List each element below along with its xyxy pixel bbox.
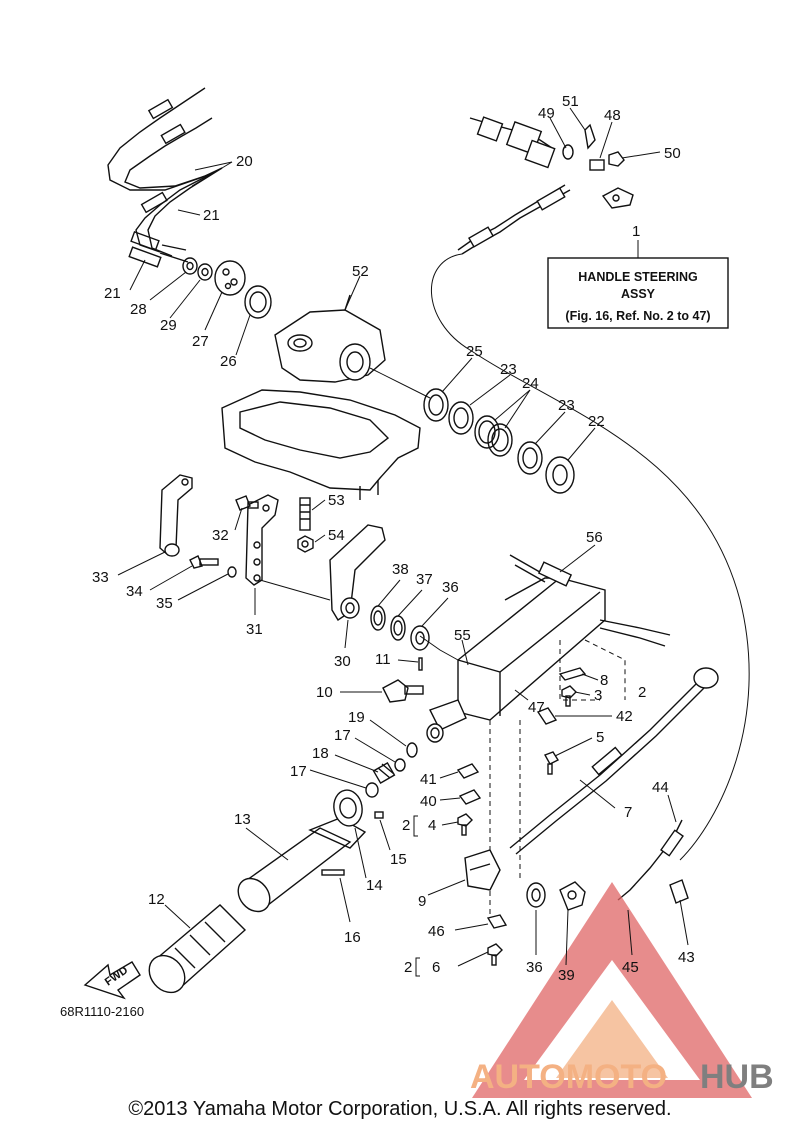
- callout-22: 22: [588, 413, 605, 430]
- throttle-cable-7: [509, 667, 719, 855]
- callout-47: 47: [528, 699, 545, 716]
- callout-17-b: 17: [290, 763, 307, 780]
- bracket-2-6: [415, 957, 420, 977]
- callout-18: 18: [312, 745, 329, 762]
- pivot-bushings: [369, 367, 575, 494]
- callout-4: 4: [428, 817, 436, 834]
- callout-38: 38: [392, 561, 409, 578]
- lower-bracket-parts: [526, 881, 586, 911]
- lever-washers: [370, 605, 430, 651]
- callout-32: 32: [212, 527, 229, 544]
- callout-29: 29: [160, 317, 177, 334]
- callout-30: 30: [334, 653, 351, 670]
- callout-27: 27: [192, 333, 209, 350]
- watermark-text-part1: AUTOMOTO: [470, 1058, 667, 1096]
- bottom-cowling-outline: [221, 389, 421, 500]
- plates-and-screw: [456, 763, 482, 836]
- shift-linkage-assy: [457, 116, 634, 255]
- friction-levers: [159, 474, 386, 621]
- callout-35: 35: [156, 595, 173, 612]
- assembly-reference: (Fig. 16, Ref. No. 2 to 47): [565, 309, 710, 323]
- callout-34: 34: [126, 583, 143, 600]
- callout-23-b: 23: [558, 397, 575, 414]
- callout-17-a: 17: [334, 727, 351, 744]
- callout-7: 7: [624, 804, 632, 821]
- callout-44: 44: [652, 779, 669, 796]
- callout-12: 12: [148, 891, 165, 908]
- callout-2-c: 2: [404, 959, 412, 976]
- cable-end-hardware: [182, 257, 272, 319]
- callout-45: 45: [622, 959, 639, 976]
- callout-5: 5: [596, 729, 604, 746]
- callout-numbers: 20 21 21 28 29 27 26 52 51 49 48 50 25 2…: [92, 93, 695, 984]
- callout-1: 1: [632, 223, 640, 240]
- stud-and-nut: [297, 497, 314, 553]
- callout-36-b: 36: [526, 959, 543, 976]
- callout-26: 26: [220, 353, 237, 370]
- callout-19: 19: [348, 709, 365, 726]
- callout-15: 15: [390, 851, 407, 868]
- callout-37: 37: [416, 571, 433, 588]
- callout-leaders: [117, 107, 689, 967]
- callout-55: 55: [454, 627, 471, 644]
- callout-40: 40: [420, 793, 437, 810]
- callout-56: 56: [586, 529, 603, 546]
- callout-39: 39: [558, 967, 575, 984]
- callout-25: 25: [466, 343, 483, 360]
- callout-16: 16: [344, 929, 361, 946]
- callout-11: 11: [375, 651, 391, 668]
- bracket-2-4: [413, 815, 418, 837]
- callout-8: 8: [600, 672, 608, 689]
- callout-14: 14: [366, 877, 383, 894]
- callout-52: 52: [352, 263, 369, 280]
- callout-48: 48: [604, 107, 621, 124]
- watermark-text: AUTOMOTO HUB: [470, 1058, 774, 1096]
- watermark-text-part2: HUB: [700, 1058, 774, 1096]
- shift-cable-44: [617, 819, 689, 904]
- callout-2-a: 2: [638, 684, 646, 701]
- assembly-title-line2: ASSY: [621, 287, 656, 301]
- assembly-reference-box: HANDLE STEERING ASSY (Fig. 16, Ref. No. …: [547, 223, 729, 329]
- callout-43: 43: [678, 949, 695, 966]
- callout-54: 54: [328, 527, 345, 544]
- friction-bolt: [382, 657, 424, 703]
- callout-21-a: 21: [203, 207, 220, 224]
- callout-6: 6: [432, 959, 440, 976]
- callout-10: 10: [316, 684, 333, 701]
- callout-51: 51: [562, 93, 579, 110]
- throttle-shift-cables: [107, 87, 223, 268]
- callout-50: 50: [664, 145, 681, 162]
- callout-2-b: 2: [402, 817, 410, 834]
- callout-31: 31: [246, 621, 263, 638]
- callout-24: 24: [522, 375, 539, 392]
- copyright-notice: ©2013 Yamaha Motor Corporation, U.S.A. A…: [128, 1098, 672, 1120]
- callout-33: 33: [92, 569, 109, 586]
- spring-set: [365, 742, 418, 798]
- callout-28: 28: [130, 301, 147, 318]
- callout-21-b: 21: [104, 285, 121, 302]
- callout-41: 41: [420, 771, 437, 788]
- callout-13: 13: [234, 811, 251, 828]
- callout-20: 20: [236, 153, 253, 170]
- assembly-title-line1: HANDLE STEERING: [578, 270, 697, 284]
- steering-handle-arm: [419, 554, 671, 920]
- callout-49: 49: [538, 105, 555, 122]
- drawing-number: 68R1110-2160: [60, 1004, 145, 1019]
- callout-36-a: 36: [442, 579, 459, 596]
- throttle-grip-assy: [148, 789, 384, 994]
- routing-curve: [430, 253, 750, 861]
- callout-23-a: 23: [500, 361, 517, 378]
- callout-46: 46: [428, 923, 445, 940]
- steering-bracket: [274, 294, 386, 383]
- callout-9: 9: [418, 893, 426, 910]
- lower-clamp-hardware: [464, 849, 508, 966]
- arm-clips-screws: [536, 667, 587, 775]
- watermark: [472, 882, 752, 1098]
- callout-3: 3: [594, 687, 602, 704]
- fwd-direction-arrow: FWD: [83, 961, 141, 1000]
- callout-53: 53: [328, 492, 345, 509]
- callout-42: 42: [616, 708, 633, 725]
